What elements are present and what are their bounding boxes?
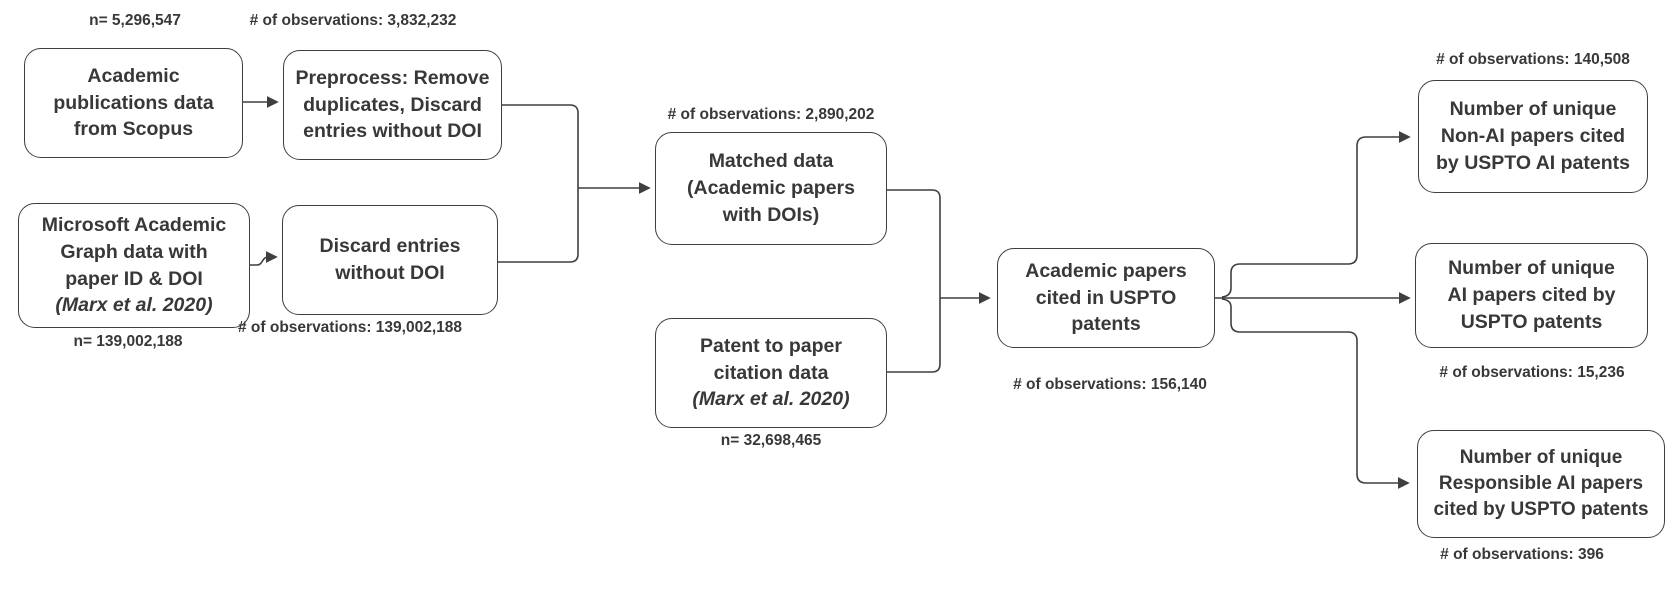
node-responsible-ai-label: Number of unique Responsible AI papers c… (1433, 446, 1649, 521)
node-responsible-ai: Number of unique Responsible AI papers c… (1417, 430, 1665, 538)
node-scopus-label: Academic publications data from Scopus (53, 64, 214, 141)
annotation-mag-n: n= 139,002,188 (73, 333, 183, 350)
edge-merge-bracket-left (498, 104, 579, 263)
node-patent-citation-label: Patent to paper citation data (700, 334, 842, 384)
annotation-discard-observations: # of observations: 139,002,188 (237, 319, 463, 336)
edge-cited-to-non-ai (1221, 131, 1411, 298)
node-cited-in-uspto-label: Academic papers cited in USPTO patents (1025, 259, 1187, 336)
node-preprocess: Preprocess: Remove duplicates, Discard e… (283, 50, 502, 160)
annotation-scopus-n: n= 5,296,547 (89, 12, 181, 29)
annotation-cited-in-uspto-observations: # of observations: 156,140 (1013, 376, 1207, 393)
annotation-matched-observations: # of observations: 2,890,202 (667, 106, 875, 123)
node-patent-citation-citation: (Marx et al. 2020) (692, 388, 850, 411)
node-mag-citation: (Marx et al. 2020) (55, 294, 213, 317)
edge-cited-to-responsible-ai (1221, 298, 1410, 489)
node-preprocess-label: Preprocess: Remove duplicates, Discard e… (295, 66, 490, 143)
node-patent-citation: Patent to paper citation data (Marx et a… (655, 318, 887, 428)
node-cited-in-uspto: Academic papers cited in USPTO patents (997, 248, 1215, 348)
node-matched: Matched data (Academic papers with DOIs) (655, 132, 887, 245)
node-discard-label: Discard entries without DOI (319, 235, 461, 284)
node-scopus: Academic publications data from Scopus (24, 48, 243, 158)
annotation-responsible-ai-observations: # of observations: 396 (1440, 546, 1604, 563)
node-non-ai: Number of unique Non-AI papers cited by … (1418, 80, 1648, 193)
node-ai: Number of unique AI papers cited by USPT… (1415, 243, 1648, 348)
node-ai-label: Number of unique AI papers cited by USPT… (1447, 257, 1616, 333)
node-mag: Microsoft Academic Graph data with paper… (18, 203, 250, 328)
edge-merge-bracket-mid (887, 189, 941, 373)
edge-mag-discard (250, 251, 278, 266)
node-matched-label: Matched data (Academic papers with DOIs) (687, 150, 855, 226)
annotation-preprocess-observations: # of observations: 3,832,232 (249, 12, 457, 29)
annotation-ai-observations: # of observations: 15,236 (1439, 364, 1625, 381)
annotation-patent-citation-n: n= 32,698,465 (720, 432, 822, 449)
node-mag-label: Microsoft Academic Graph data with paper… (41, 213, 227, 290)
node-discard: Discard entries without DOI (282, 205, 498, 315)
node-non-ai-label: Number of unique Non-AI papers cited by … (1436, 98, 1630, 174)
annotation-non-ai-observations: # of observations: 140,508 (1436, 51, 1630, 68)
